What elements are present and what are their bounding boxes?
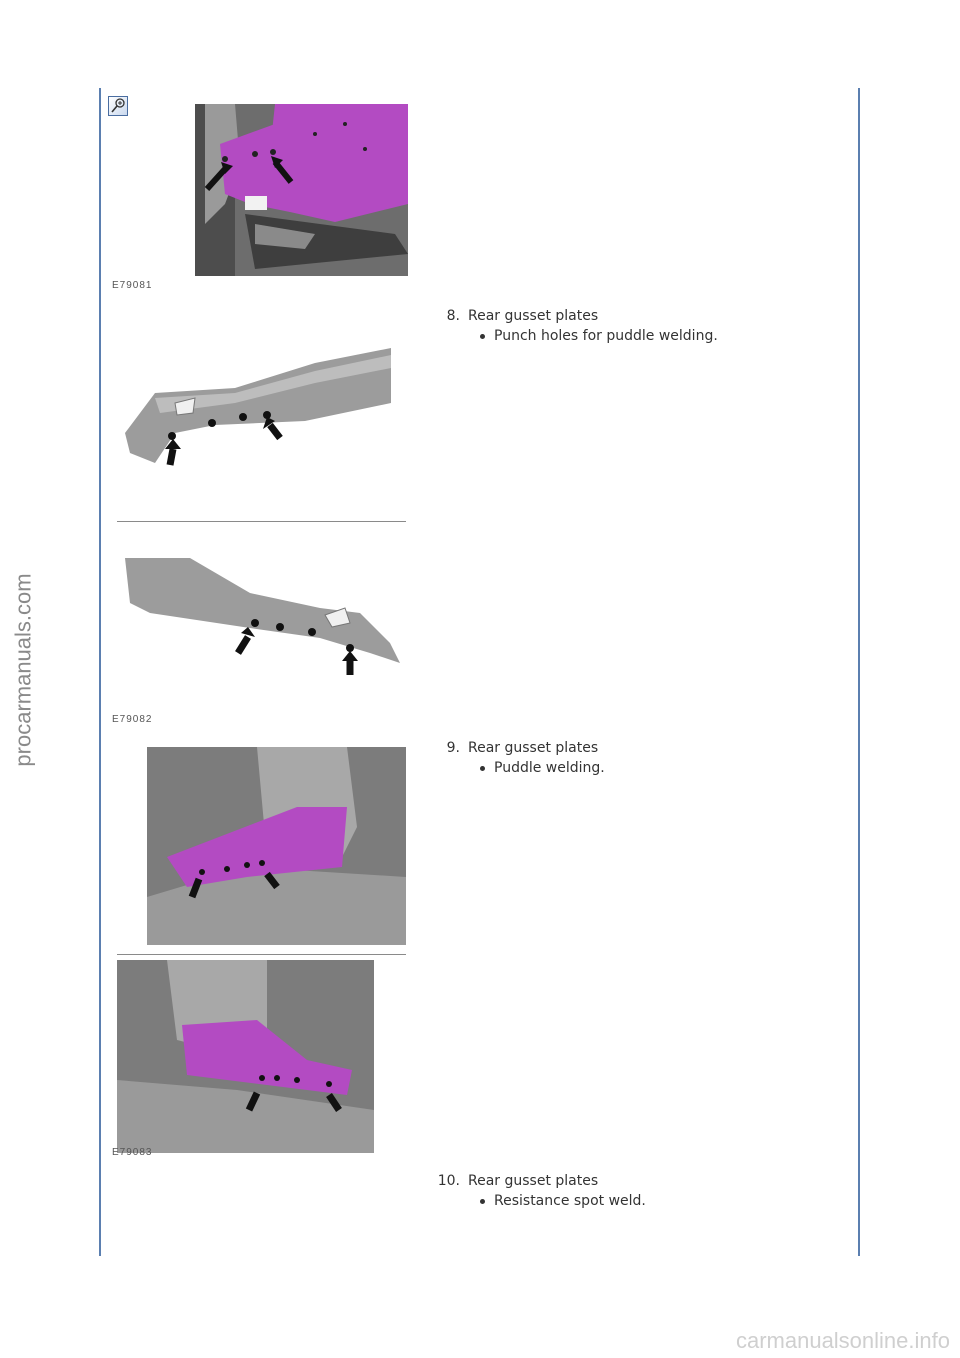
- figure-divider: [117, 521, 406, 522]
- step-number: 10.: [437, 1173, 460, 1189]
- step-8: 8. Rear gusset plates Punch holes for pud…: [422, 306, 718, 346]
- figure-floor-gusset-top: [195, 104, 408, 276]
- step-title: Rear gusset plates: [468, 1173, 599, 1189]
- figure-divider: [117, 954, 406, 955]
- figure-caption: E79083: [112, 1147, 153, 1158]
- right-margin-rule: [858, 88, 860, 1256]
- figure-pillar-gusset-upper: [147, 747, 406, 945]
- figure-caption: E79081: [112, 280, 153, 291]
- left-margin-rule: [99, 88, 101, 1256]
- figure-caption: E79082: [112, 714, 153, 725]
- step-bullet: Resistance spot weld.: [422, 1191, 646, 1211]
- figure-gusset-plate-lower: [120, 553, 405, 678]
- step-number: 9.: [446, 740, 460, 756]
- step-bullet: Puddle welding.: [422, 758, 605, 778]
- step-number: 8.: [446, 308, 460, 324]
- figure-pillar-gusset-lower: [117, 960, 374, 1153]
- step-title: Rear gusset plates: [468, 740, 599, 756]
- figure-gusset-plate-upper: [115, 343, 407, 473]
- step-9: 9. Rear gusset plates Puddle welding.: [422, 738, 605, 778]
- side-watermark: procarmanuals.com: [11, 573, 36, 767]
- step-bullet: Punch holes for puddle welding.: [422, 326, 718, 346]
- bottom-watermark: carmanualsonline.info: [735, 1328, 950, 1353]
- step-title: Rear gusset plates: [468, 308, 599, 324]
- step-10: 10. Rear gusset plates Resistance spot we…: [422, 1171, 646, 1211]
- zoom-icon[interactable]: [108, 96, 128, 116]
